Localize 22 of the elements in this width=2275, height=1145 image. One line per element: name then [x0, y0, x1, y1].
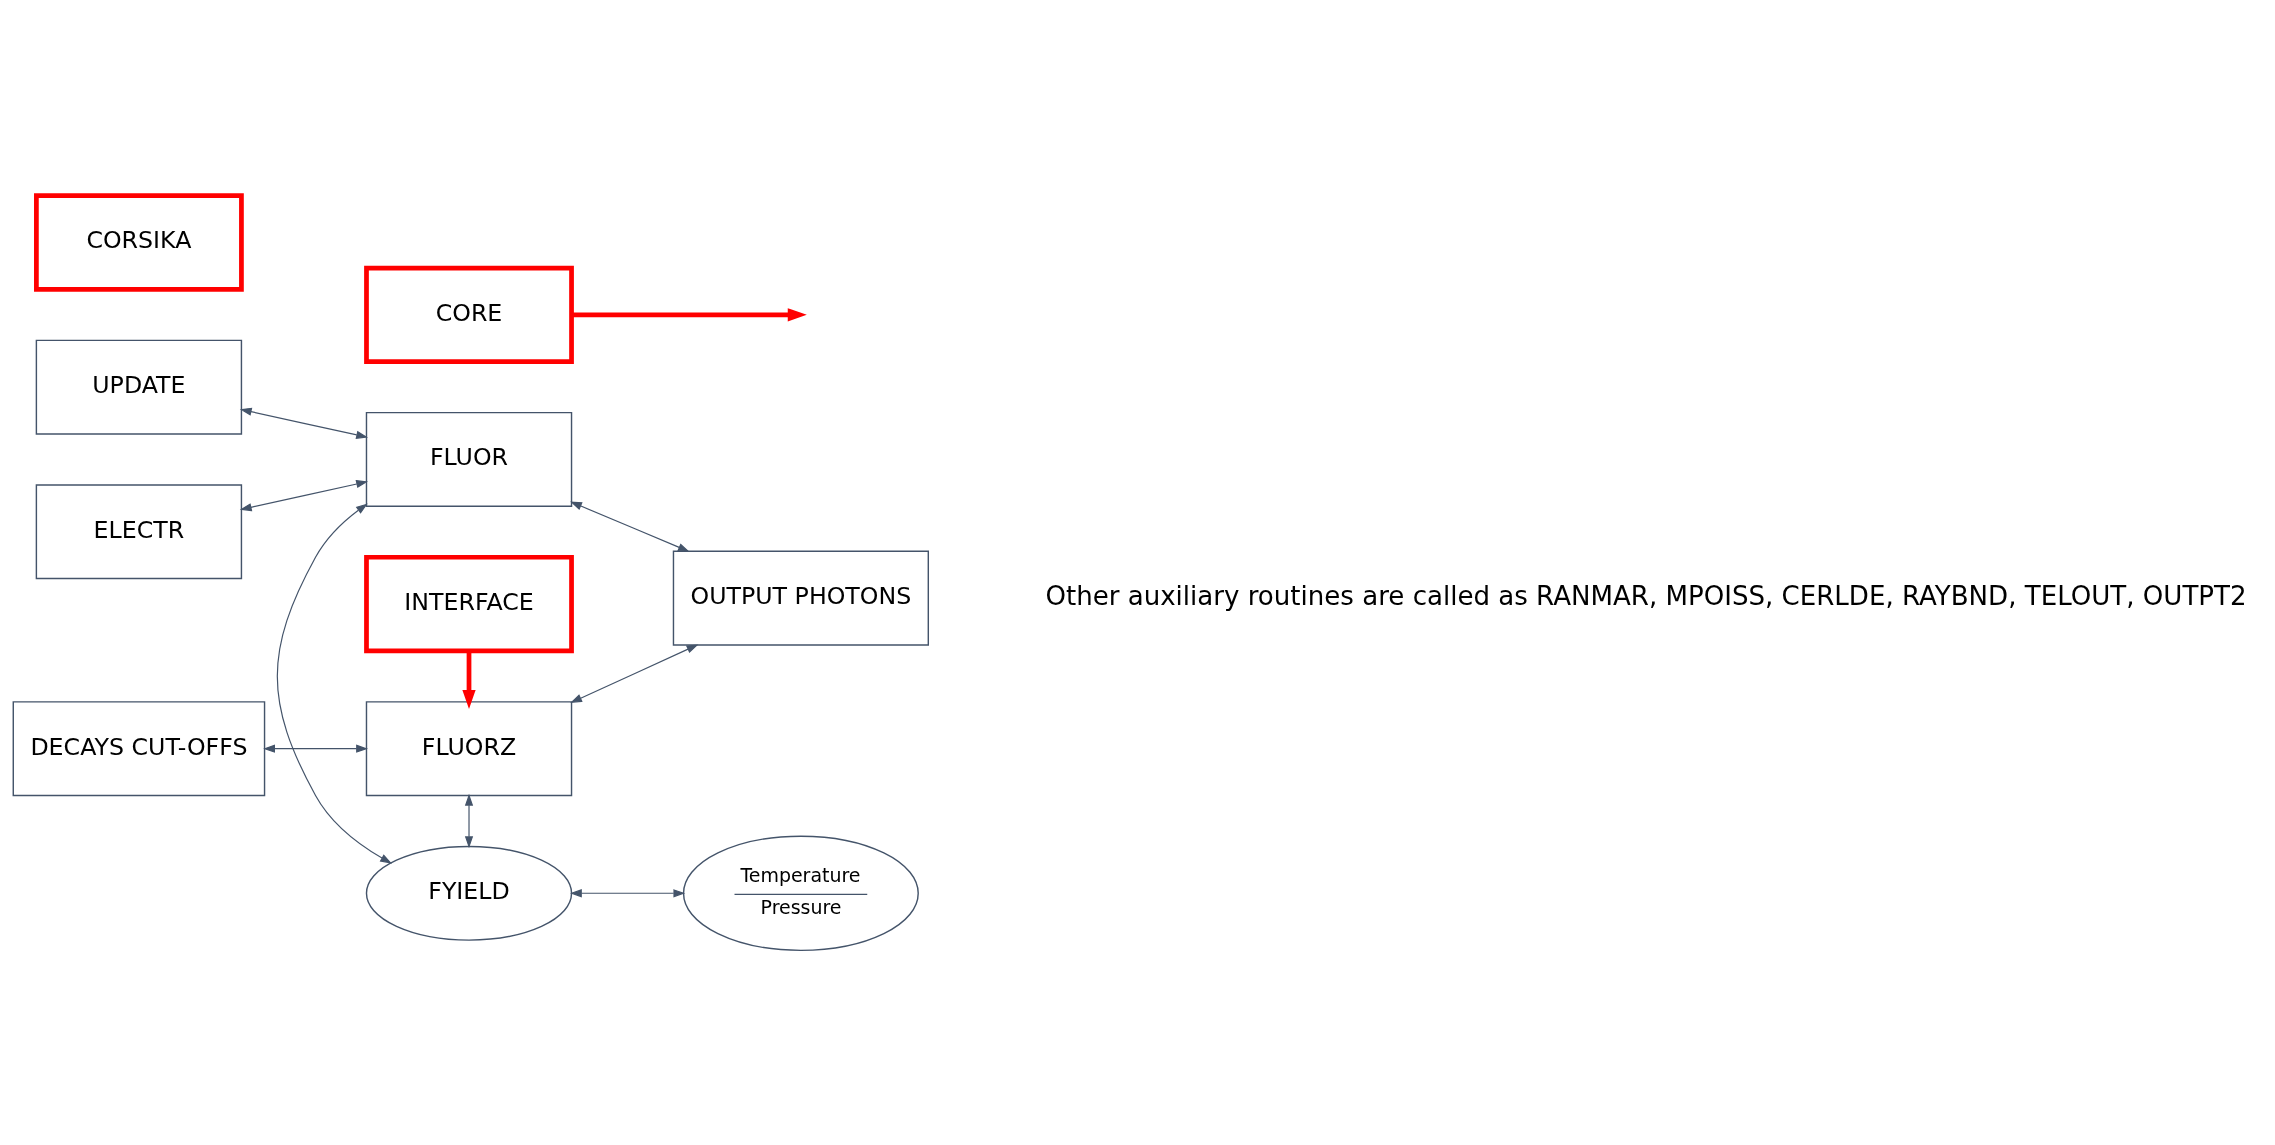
- node-ellipse: Temperature Pressure: [682, 834, 919, 951]
- node-box: FLUOR: [365, 411, 573, 507]
- node-box: CORSIKA: [34, 192, 244, 292]
- arrow: [571, 307, 807, 322]
- arrow: [569, 888, 686, 897]
- label: Other auxiliary routines are called as RANMAR, MPOISS, CERLDE, RAYBND, TELOUT, OUTPT2: [1045, 580, 2247, 611]
- node-box: UPDATE: [35, 339, 243, 435]
- node-box: INTERFACE: [364, 554, 574, 653]
- node-box: CORE: [364, 265, 574, 364]
- arrow: [464, 793, 474, 848]
- node-box: ELECTR: [35, 483, 243, 579]
- arrow: [239, 479, 369, 511]
- node-box: DECAYS CUT-OFFS: [12, 700, 266, 796]
- arrow: [462, 650, 476, 709]
- node-ellipse: FYIELD: [365, 845, 573, 941]
- node-box: OUTPUT PHOTONS: [672, 550, 929, 646]
- arrow: [263, 744, 368, 753]
- arrow: [239, 407, 369, 439]
- arrow: [570, 501, 690, 552]
- arrow: [276, 502, 393, 864]
- arrow: [570, 643, 699, 703]
- node-box: FLUORZ: [365, 700, 573, 796]
